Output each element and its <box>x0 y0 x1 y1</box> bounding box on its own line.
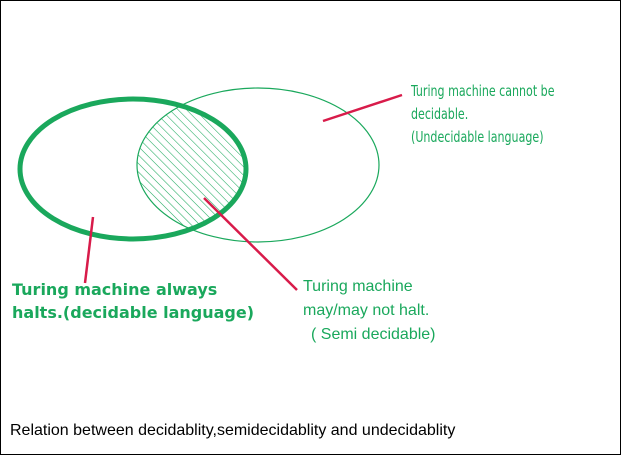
decidable-ellipse <box>17 96 249 242</box>
undecidable-label-line3: (Undecidable language) <box>411 128 544 146</box>
decidable-pointer-line <box>83 216 95 284</box>
decidable-label: Turing machine always halts.(decidable l… <box>12 278 254 324</box>
intersection-hatch <box>137 99 246 239</box>
undecidable-label: Turing machine cannot be decidable. (Und… <box>411 80 555 149</box>
decidable-label-line2: halts.(decidable language) <box>12 303 255 322</box>
decidable-label-line1: Turing machine always <box>12 280 218 299</box>
diagram-caption: Relation between decidablity,semidecidab… <box>10 422 456 439</box>
undecidable-pointer-line <box>322 93 403 123</box>
undecidable-ellipse <box>136 87 380 243</box>
semidecidable-label: Turing machine may/may not halt. ( Semi … <box>303 275 436 347</box>
semidecidable-label-line3: ( Semi decidable) <box>311 326 436 343</box>
semidecidable-pointer-line <box>203 197 298 291</box>
semidecidable-label-line2: may/may not halt. <box>303 302 430 319</box>
undecidable-label-line1: Turing machine cannot be <box>411 82 555 100</box>
semidecidable-label-line1: Turing machine <box>303 278 413 295</box>
undecidable-label-line2: decidable. <box>411 105 469 123</box>
